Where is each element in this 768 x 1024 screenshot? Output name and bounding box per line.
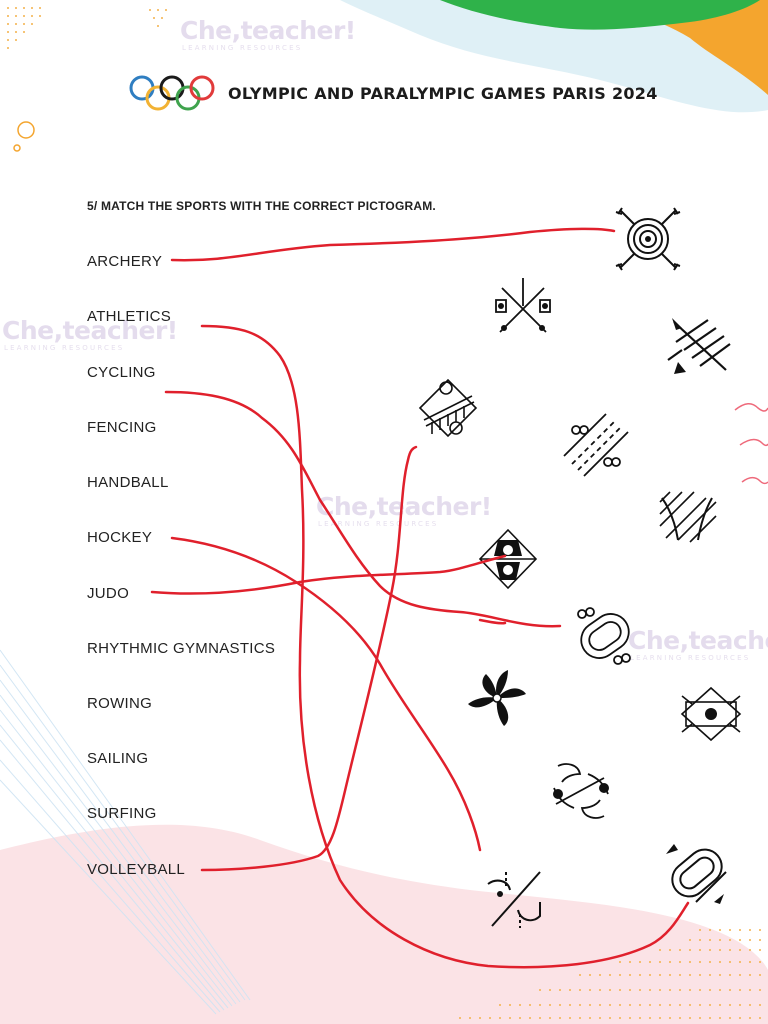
watermark-brand: Che,teacher!	[628, 626, 768, 655]
sport-label-judo[interactable]: JUDO	[87, 585, 130, 602]
sport-label-hockey[interactable]: HOCKEY	[87, 529, 153, 546]
judo-icon[interactable]	[474, 526, 542, 592]
sport-label-rhythmic-gymnastics[interactable]: RHYTHMIC GYMNASTICS	[87, 640, 276, 657]
watermark-tagline: LEARNING RESOURCES	[182, 44, 303, 52]
watermark-brand: Che,teacher!	[2, 316, 178, 345]
watermark-logo: Che,teacher! LEARNING RESOURCES	[628, 628, 768, 662]
sport-label-handball[interactable]: HANDBALL	[87, 474, 169, 491]
handball-icon[interactable]	[678, 684, 744, 744]
watermark-logo: Che,teacher! LEARNING RESOURCES	[316, 494, 492, 528]
watermark-logo: Che,teacher! LEARNING RESOURCES	[180, 18, 356, 52]
watermark-tagline: LEARNING RESOURCES	[630, 654, 751, 662]
sport-label-archery[interactable]: ARCHERY	[87, 253, 163, 270]
sport-label-cycling[interactable]: CYCLING	[87, 364, 156, 381]
cycling-road-icon[interactable]	[562, 412, 630, 478]
watermark-brand: Che,teacher!	[180, 16, 356, 45]
watermark-tagline: LEARNING RESOURCES	[318, 520, 439, 528]
rhythmic-gymnastics-icon[interactable]	[464, 666, 530, 730]
watermark-logo: Che,teacher! LEARNING RESOURCES	[2, 318, 178, 352]
olympic-ring	[129, 75, 155, 101]
volleyball-icon[interactable]	[414, 376, 482, 440]
exercise-instruction: 5/ MATCH THE SPORTS WITH THE CORRECT PIC…	[87, 199, 436, 213]
sport-label-sailing[interactable]: SAILING	[87, 750, 149, 767]
sailing-icon[interactable]	[654, 488, 722, 554]
athletics-track-icon[interactable]	[662, 840, 730, 906]
fencing-icon[interactable]	[492, 276, 554, 338]
olympic-ring	[189, 75, 215, 101]
surfing-icon[interactable]	[548, 758, 614, 824]
cycling-track-icon[interactable]	[572, 604, 634, 668]
rowing-icon[interactable]	[664, 316, 734, 378]
watermark-tagline: LEARNING RESOURCES	[4, 344, 125, 352]
archery-target-icon[interactable]	[612, 204, 684, 274]
sport-label-surfing[interactable]: SURFING	[87, 805, 157, 822]
sport-label-rowing[interactable]: ROWING	[87, 695, 153, 712]
page-title: OLYMPIC AND PARALYMPIC GAMES PARIS 2024	[228, 84, 658, 103]
sport-label-athletics[interactable]: ATHLETICS	[87, 308, 172, 325]
sport-label-fencing[interactable]: FENCING	[87, 419, 157, 436]
olympic-rings-icon	[129, 75, 215, 111]
watermark-brand: Che,teacher!	[316, 492, 492, 521]
sport-label-volleyball[interactable]: VOLLEYBALL	[87, 861, 186, 878]
hockey-icon[interactable]	[480, 868, 548, 932]
